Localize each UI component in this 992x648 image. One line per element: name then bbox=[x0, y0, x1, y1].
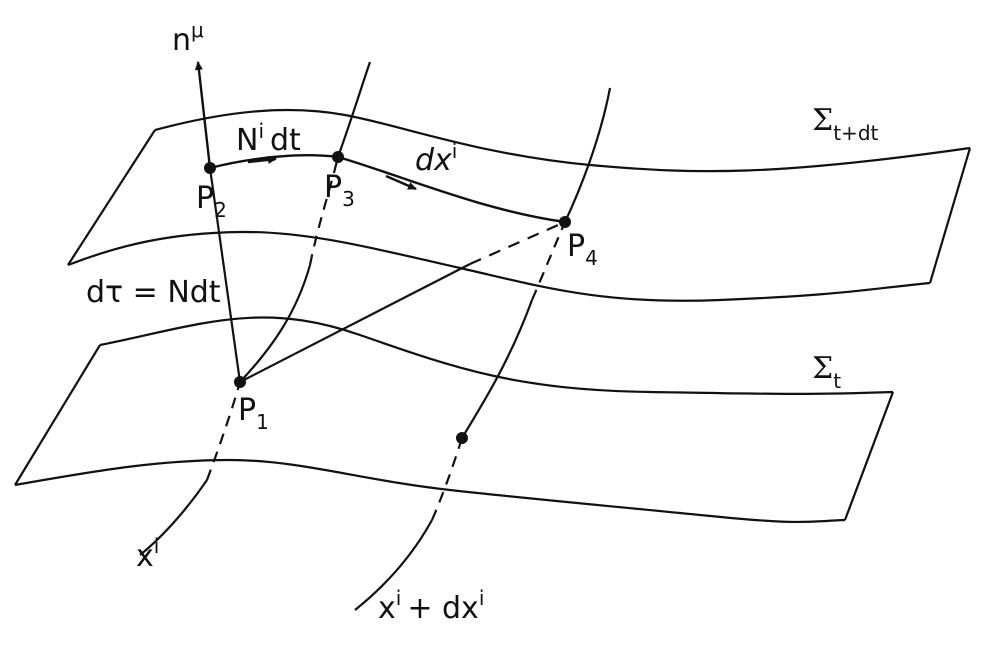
point-p2 bbox=[204, 162, 216, 174]
point-xidx-on-sigma-t bbox=[456, 432, 468, 444]
label-p2: P2 bbox=[196, 181, 227, 222]
xidx-hidden-between bbox=[530, 221, 567, 301]
xidx-above-upper bbox=[564, 87, 612, 223]
xidx-below-lower bbox=[354, 519, 433, 611]
label-p3: P3 bbox=[324, 170, 355, 211]
p1-p4-visible bbox=[239, 263, 471, 383]
coordinate-line-xi bbox=[139, 61, 372, 556]
label-xi-plus-dxi: xi+ dxi bbox=[378, 586, 484, 626]
label-sigma-t-plus-dt: Σt+dt bbox=[812, 103, 879, 145]
xi-above-upper bbox=[336, 61, 372, 158]
sigma-t-dt-left-edge bbox=[67, 129, 156, 266]
point-p1 bbox=[234, 376, 246, 388]
label-n-mu: nμ bbox=[172, 18, 204, 58]
label-proper-time: dτ = Ndt bbox=[86, 275, 221, 310]
coordinate-line-xi-plus-dxi bbox=[354, 87, 612, 611]
hypersurface-sigma-t bbox=[14, 316, 895, 524]
sigma-t-dt-right-edge bbox=[928, 147, 972, 284]
label-sigma-t: Σt bbox=[812, 351, 841, 393]
xidx-between-surfaces bbox=[461, 299, 534, 439]
label-xi: xi bbox=[136, 534, 159, 574]
p1-p4-hidden bbox=[469, 220, 566, 266]
hypersurface-sigma-t-plus-dt bbox=[67, 108, 972, 302]
xi-between-surfaces bbox=[239, 264, 312, 383]
normal-vector-arrow bbox=[194, 61, 212, 169]
connector-p1-p4 bbox=[239, 220, 566, 383]
sigma-t-dt-back-edge bbox=[154, 108, 971, 173]
label-p4: P4 bbox=[567, 229, 598, 270]
sigma-t-back-edge bbox=[99, 316, 894, 395]
label-dx: dxi bbox=[415, 139, 457, 178]
xidx-hidden-below bbox=[430, 437, 464, 521]
point-p4 bbox=[559, 216, 571, 228]
xi-hidden-between bbox=[308, 156, 340, 266]
xi-below-lower bbox=[139, 479, 208, 556]
dx-vector-arrowhead bbox=[385, 174, 417, 191]
sigma-t-dt-front-edge bbox=[67, 230, 931, 302]
proper-time-segment bbox=[208, 167, 242, 383]
sigma-t-right-edge bbox=[843, 391, 895, 521]
sigma-t-left-edge bbox=[14, 344, 101, 486]
xi-hidden-below bbox=[205, 381, 242, 481]
label-p1: P1 bbox=[238, 393, 269, 434]
sigma-t-front-edge bbox=[14, 458, 846, 524]
shift-vector-arrowhead bbox=[247, 155, 277, 164]
point-p3 bbox=[332, 151, 344, 163]
dx-vector-path bbox=[337, 155, 566, 224]
